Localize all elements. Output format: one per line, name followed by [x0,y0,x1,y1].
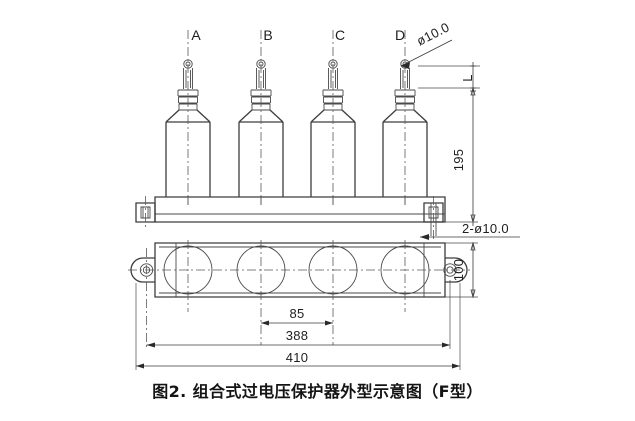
terminal-hole-label: ø10.0 [414,19,452,48]
terminal-stem-a-inner [185,70,191,88]
lug-left-outline [135,202,156,223]
front-elevation-view [135,30,446,240]
mount-holes-arrowhead [420,234,429,240]
lug-right-plan-hole-inner [446,266,454,274]
shoulder-b [238,109,284,123]
lug-right-plan-outline [445,257,468,283]
lug-left-hole-edges [142,207,149,218]
base-plate-front [154,196,446,223]
terminal-stem-a [183,68,193,89]
dim-388-arrow-right [442,342,450,348]
mounting-lug-right-front [423,196,444,240]
terminal-hole-arrowhead [401,62,410,69]
terminal-hole-leader [400,39,453,67]
dim-100-label: 100 [451,259,466,282]
lug-left-plan-hole-outer [139,263,154,277]
dim-85-label: 85 [289,306,304,321]
lug-right-outline [423,202,444,223]
dim-410-arrow-right [452,363,460,369]
dim-100-arrow-top [470,241,476,251]
base-plate-outline [154,196,446,223]
mounting-lug-left-plan [130,248,155,348]
shoulder-c [310,109,356,123]
plan-partition-lines [175,243,425,297]
plan-plate-inner-edges [159,246,441,294]
dim-195-arrow-bottom [470,214,476,224]
dimension-lead-length: L [418,62,480,92]
dim-L-label: L [460,74,475,82]
dimension-span-388: 388 [146,280,451,349]
lug-left-slot [140,206,151,219]
arrester-unit-b [238,30,284,200]
arrester-unit-c [310,30,356,200]
phase-labels: A B C D [191,27,405,43]
lug-right-plan-hole-outer [443,263,457,277]
phase-label-c: C [335,27,345,43]
dimension-depth-100: 100 [445,241,478,299]
phase-label-a: A [191,27,201,43]
terminal-stem-b [256,68,266,89]
base-ticks [187,197,406,205]
annotation-mount-holes: 2-ø10.0 [420,221,520,240]
lug-right-hole-edges [430,203,437,236]
dimension-pitch-85: 85 [261,306,333,326]
dim-195-label: 195 [451,149,466,172]
shoulder-a [165,109,211,123]
dim-410-arrow-left [136,363,144,369]
terminal-stem-c [328,68,338,89]
terminal-stem-d [400,68,410,89]
dim-100-arrow-bottom [470,289,476,299]
shoulder-d [382,109,428,123]
phase-label-d: D [395,27,405,43]
dimension-width-410: 410 [135,283,461,370]
dimension-height-195: 195 [445,86,478,226]
phase-label-b: B [263,27,272,43]
arrester-unit-a [165,30,211,200]
lug-right-slot [428,206,439,219]
arrester-unit-d [382,30,428,200]
dim-85-arrow-left [261,320,269,326]
terminal-stem-b-inner [258,70,264,88]
dim-388-arrow-left [146,342,155,348]
figure-caption: 图2. 组合式过电压保护器外型示意图（F型） [152,382,483,401]
mount-holes-label: 2-ø10.0 [462,221,509,236]
dim-410-label: 410 [286,350,309,365]
mounting-lug-right-plan [443,257,468,283]
terminal-stem-c-inner [330,70,336,88]
terminal-stem-d-inner [402,70,408,88]
mounting-lug-left-front [135,196,156,229]
dim-85-arrow-right [325,320,333,326]
dim-388-label: 388 [286,328,309,343]
dim-195-arrow-top [470,86,476,96]
lug-left-plan-outline [130,257,155,283]
